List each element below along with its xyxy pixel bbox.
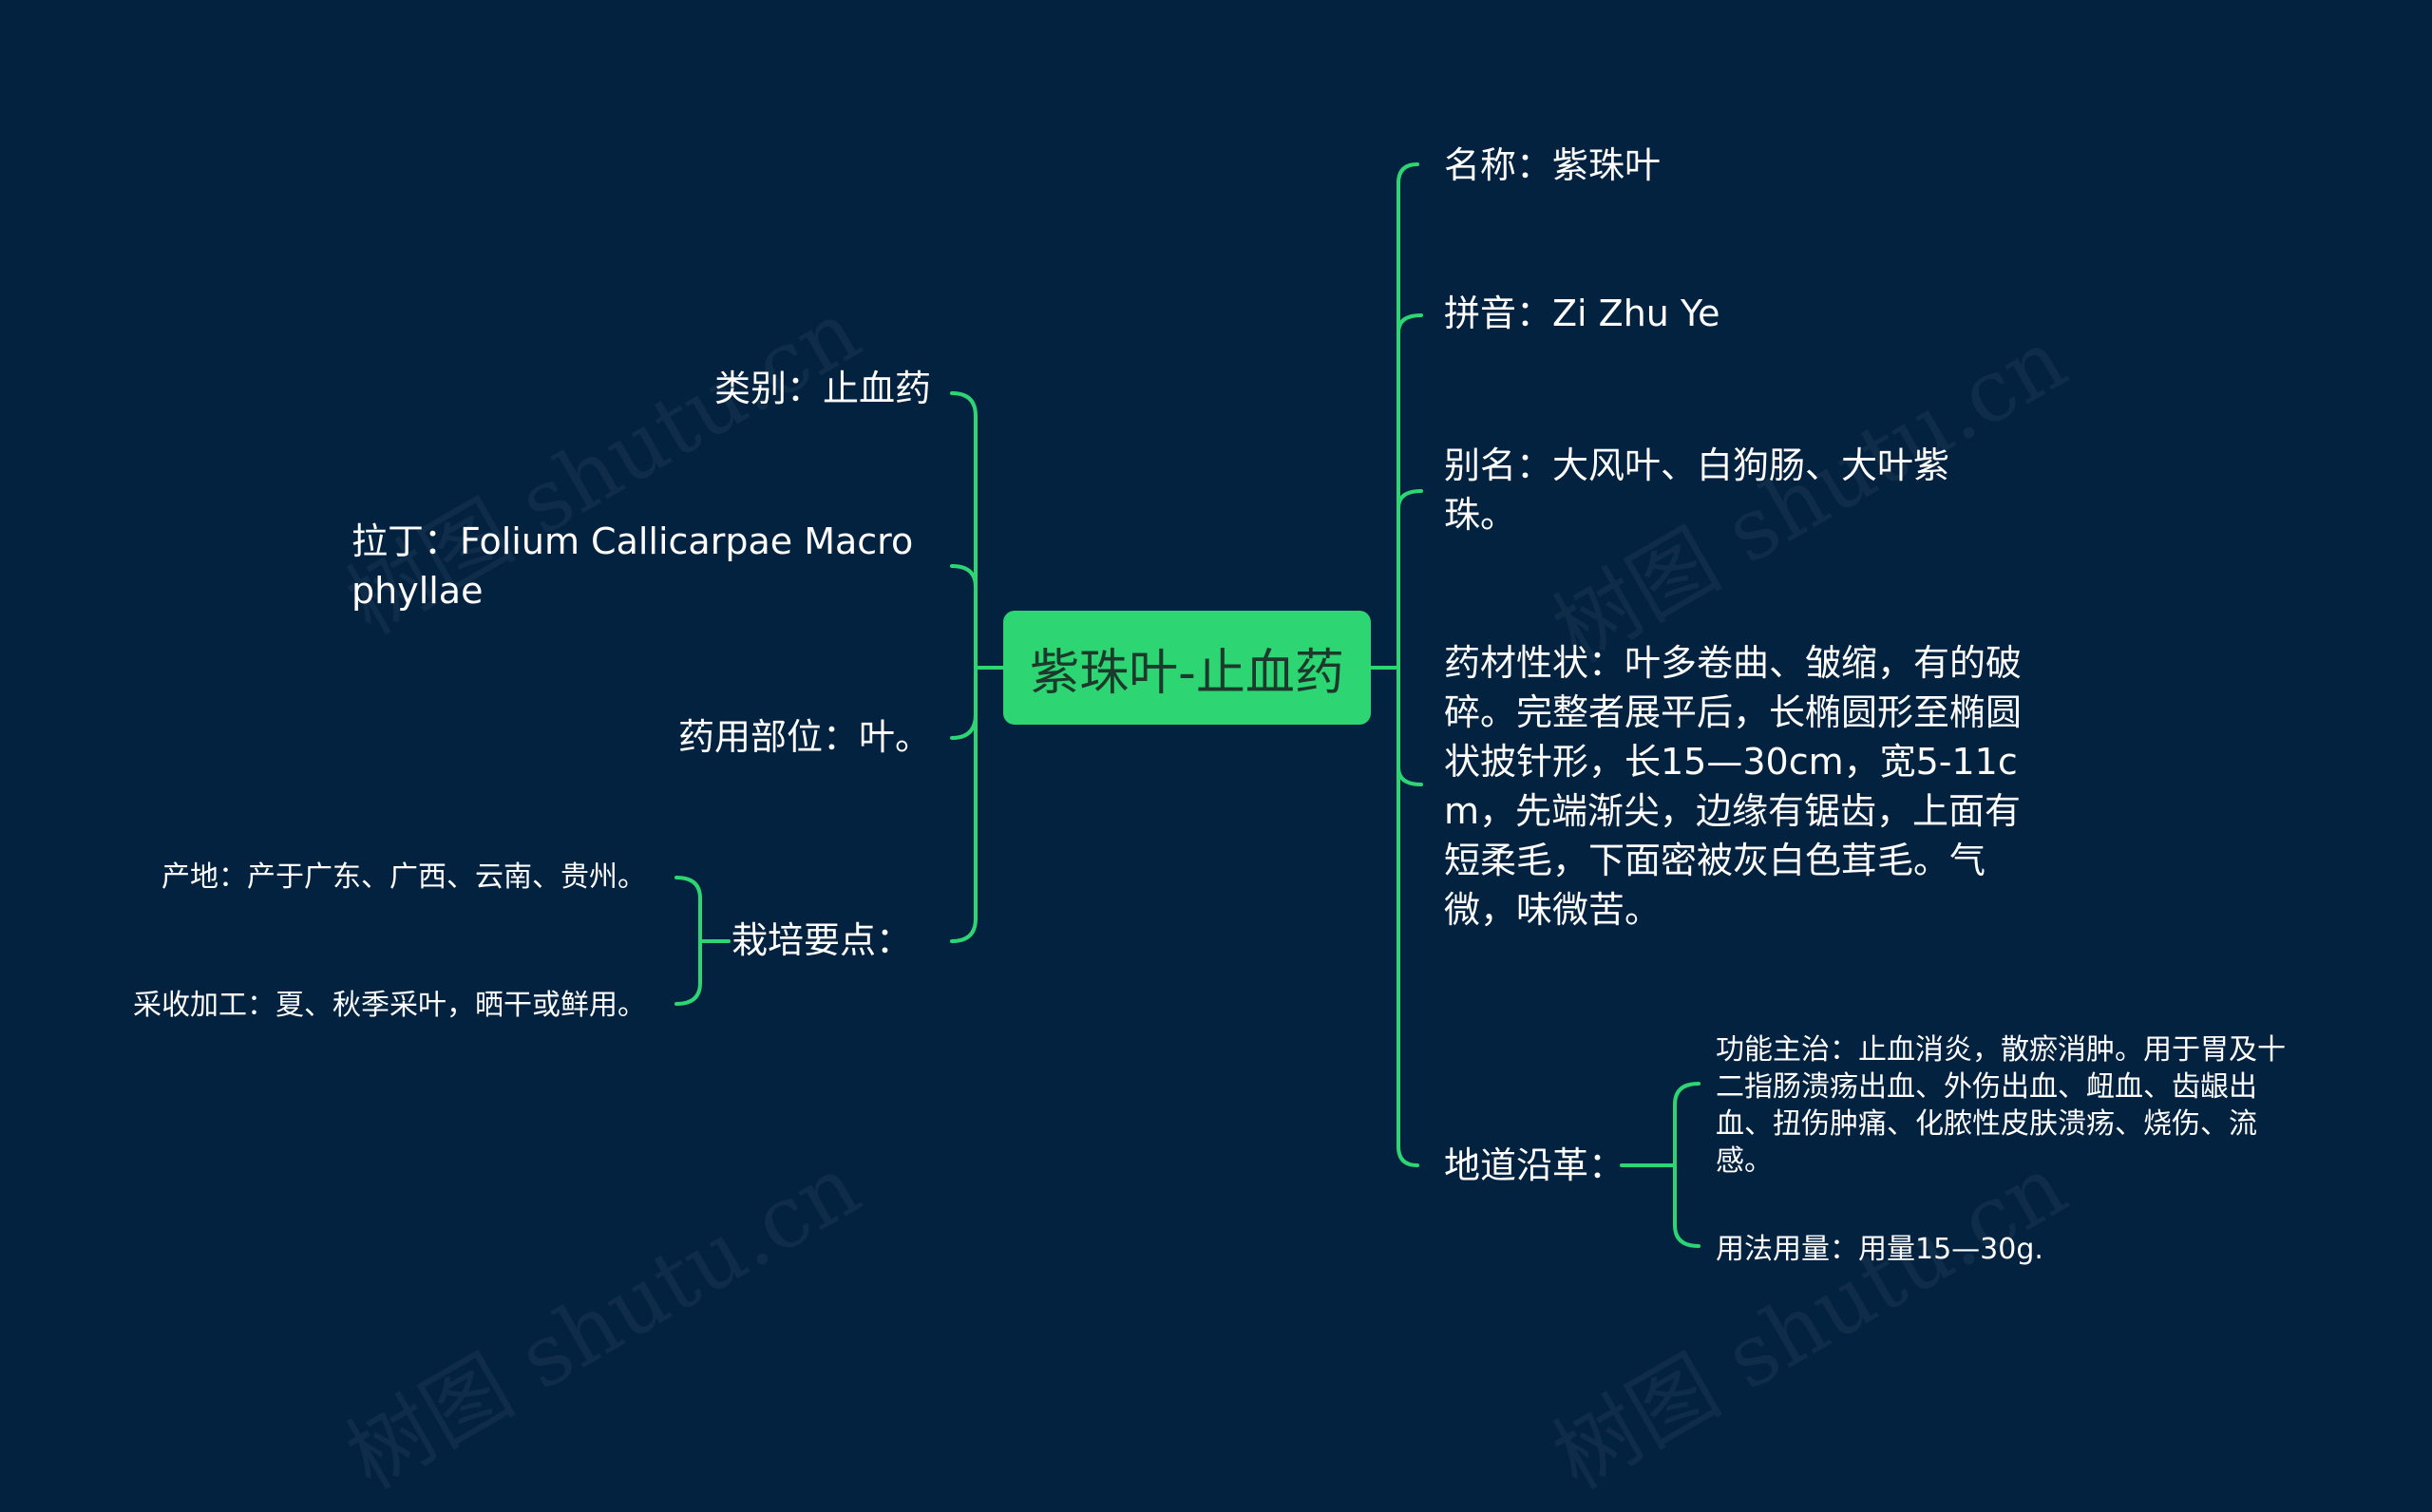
connector-right-pinyin: [1396, 313, 1423, 334]
node-description[interactable]: 药材性状：叶多卷曲、皱缩，有的破碎。完整者展平后，长椭圆形至椭圆状披针形，长15…: [1444, 642, 2023, 931]
node-function[interactable]: 功能主治：止血消炎，散瘀消肿。用于胃及十二指肠溃疡出血、外伤出血、衄血、齿龈出血…: [1716, 1033, 2286, 1178]
connector-right-description: [1396, 765, 1423, 786]
connector-region-trunk: [1673, 1082, 1700, 1248]
connector-right-trunk: [1396, 162, 1419, 1167]
root-topic[interactable]: 紫珠叶-止血药: [1003, 611, 1371, 725]
node-name[interactable]: 名称：紫珠叶: [1444, 144, 1662, 186]
node-processing[interactable]: 采收加工：夏、秋季采叶，晒干或鲜用。: [133, 989, 646, 1022]
connector-left-latin: [950, 564, 978, 589]
connector-left-part: [950, 712, 978, 740]
connector-lines: [674, 162, 1700, 1248]
connector-left-trunk: [950, 391, 978, 943]
node-region[interactable]: 地道沿革：: [1444, 1144, 1625, 1186]
node-latin[interactable]: 拉丁：Folium Callicarpae Macrophyllae: [352, 520, 914, 612]
mindmap-canvas: 树图 shutu.cn 树图 shutu.cn 树图 shutu.cn 树图 s…: [133, 144, 2286, 1508]
node-origin[interactable]: 产地：产于广东、广西、云南、贵州。: [162, 860, 646, 894]
node-category[interactable]: 类别：止血药: [713, 368, 931, 409]
node-cultivation[interactable]: 栽培要点：: [731, 919, 912, 961]
node-alias[interactable]: 别名：大风叶、白狗肠、大叶紫珠。: [1444, 444, 1950, 536]
node-pinyin[interactable]: 拼音：Zi Zhu Ye: [1444, 293, 1720, 334]
node-part[interactable]: 药用部位：叶。: [677, 716, 931, 758]
connector-cultivation-trunk: [674, 876, 702, 1006]
node-dosage[interactable]: 用法用量：用量15—30g.: [1716, 1233, 2043, 1266]
connector-right-alias: [1396, 489, 1423, 510]
